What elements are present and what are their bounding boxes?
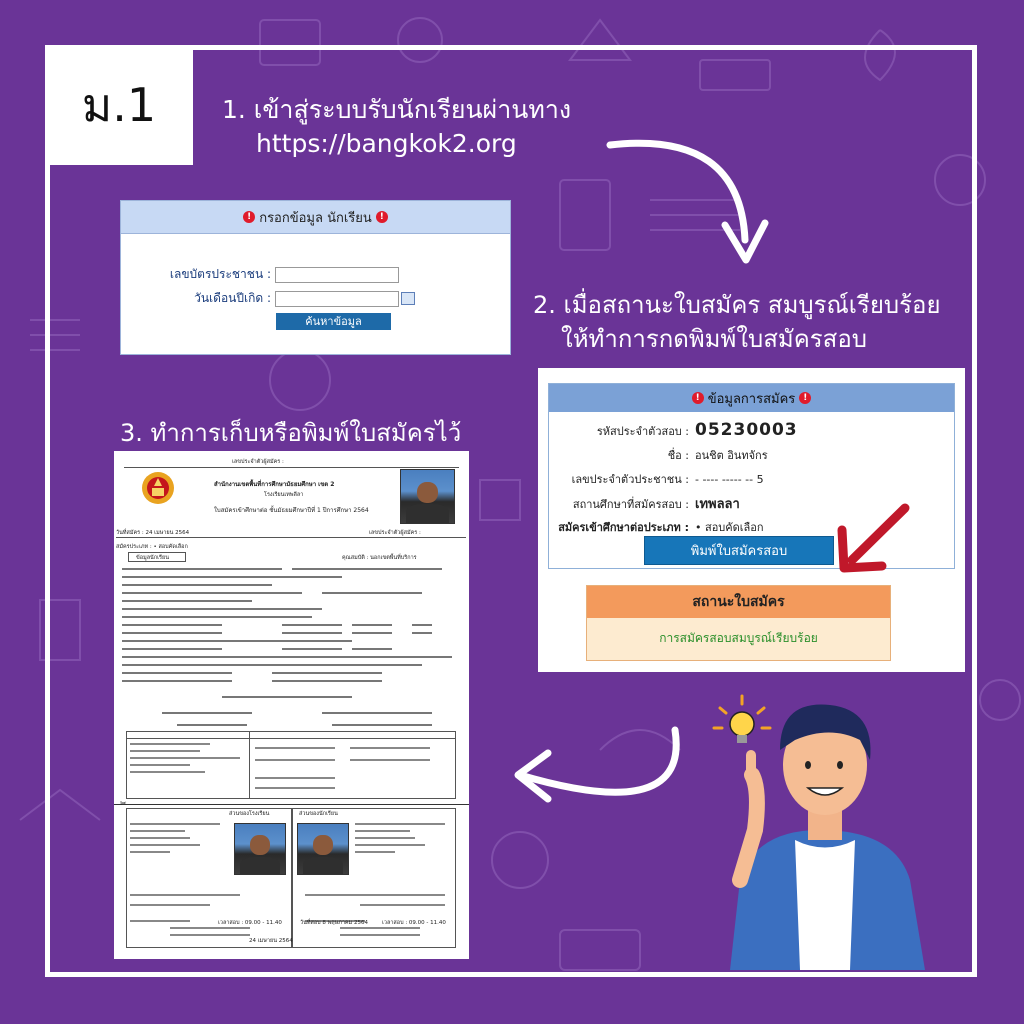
- step-2-line1: 2. เมื่อสถานะใบสมัคร สมบูรณ์เรียบร้อย: [533, 291, 941, 319]
- form-date-applied: วันที่สมัคร : 24 เมษายน 2564: [116, 530, 190, 536]
- form-header-id: เลขประจำตัวผู้สมัคร :: [232, 459, 284, 465]
- student-photo: [400, 469, 455, 524]
- status-title: สถานะใบสมัคร: [587, 586, 890, 618]
- form-exam-date-right: วันที่สอบ 8 พฤษภาคม 2564: [300, 920, 368, 926]
- student-copy-label: ส่วนของนักเรียน: [299, 811, 338, 817]
- exam-id-row: รหัสประจำตัวสอบ : 05230003: [549, 420, 798, 440]
- citizen-id-label: เลขประจำตัวประชาชน :: [571, 473, 689, 486]
- divider: [116, 537, 466, 538]
- checklist-table: [126, 731, 456, 799]
- school-emblem-icon: [142, 472, 174, 504]
- id-label: เลขบัตรประชาชน :: [169, 267, 271, 281]
- exam-id-value: 05230003: [695, 420, 798, 440]
- form-type: สมัครประเภท : • สอบคัดเลือก: [116, 544, 188, 550]
- status-box: สถานะใบสมัคร การสมัครสอบสมบูรณ์เรียบร้อย: [586, 585, 891, 661]
- search-form-title: กรอกข้อมูล นักเรียน: [259, 210, 372, 226]
- form-body-lines: [122, 568, 452, 726]
- curved-arrow-left-icon: [514, 726, 680, 803]
- step-1-text: 1. เข้าสู่ระบบรับนักเรียนผ่านทาง: [222, 95, 572, 124]
- step-2-line2: ให้ทำการกดพิมพ์ใบสมัครสอบ: [561, 325, 867, 353]
- printed-application-form: เลขประจำตัวผู้สมัคร : สำนักงานเขตพื้นที่…: [114, 451, 469, 959]
- school-copy-label: ส่วนของโรงเรียน: [229, 811, 270, 817]
- scissors-icon: ✂: [120, 799, 127, 808]
- form-exam-time-left: เวลาสอบ : 09.00 - 11.40: [218, 920, 282, 926]
- cartoon-person-illustration: [712, 694, 925, 970]
- application-info-title: ข้อมูลการสมัคร: [707, 391, 796, 407]
- search-form-header: ! กรอกข้อมูล นักเรียน !: [121, 201, 510, 234]
- student-copy-box: [291, 808, 456, 948]
- curved-arrow-down-icon: [606, 139, 769, 264]
- step-2-instruction: 2. เมื่อสถานะใบสมัคร สมบูรณ์เรียบร้อย ให…: [533, 288, 941, 356]
- step-3-instruction: 3. ทำการเก็บหรือพิมพ์ใบสมัครไว้: [120, 419, 462, 447]
- type-label: สมัครเข้าศึกษาต่อประเภท :: [558, 521, 689, 534]
- print-application-button[interactable]: พิมพ์ใบสมัครสอบ: [644, 536, 834, 565]
- name-row: ชื่อ : อนชิต อินทจักร: [549, 446, 768, 464]
- alert-icon: !: [799, 392, 812, 404]
- form-exam-time-right: เวลาสอบ : 09.00 - 11.40: [382, 920, 446, 926]
- alert-icon: !: [375, 211, 388, 223]
- citizen-id-value: - ---- ----- -- 5: [695, 473, 764, 486]
- citizen-id-row: เลขประจำตัวประชาชน : - ---- ----- -- 5: [549, 470, 764, 488]
- dob-input[interactable]: [275, 290, 399, 307]
- form-org: สำนักงานเขตพื้นที่การศึกษามัธยมศึกษา เขต…: [214, 481, 335, 488]
- exam-id-label: รหัสประจำตัวสอบ :: [596, 425, 689, 438]
- divider: [126, 738, 456, 739]
- school-value: เทพลลา: [695, 497, 740, 512]
- form-title: ใบสมัครเข้าศึกษาต่อ ชั้นมัธยมศึกษาปีที่ …: [214, 507, 369, 514]
- divider: [124, 467, 459, 468]
- stub-lines: [130, 823, 445, 936]
- dob-row: วันเดือนปีเกิด :: [121, 289, 415, 308]
- student-section-box: [128, 552, 186, 562]
- alert-icon: !: [691, 392, 704, 404]
- school-row: สถานศึกษาที่สมัครสอบ : เทพลลา: [549, 493, 740, 514]
- grade-badge: ม.1: [45, 45, 193, 165]
- cut-line: [114, 804, 469, 805]
- form-student-section: ข้อมูลนักเรียน: [136, 555, 169, 561]
- form-qualification: คุณสมบัติ : นอกเขตพื้นที่บริการ: [342, 555, 417, 561]
- type-row: สมัครเข้าศึกษาต่อประเภท : • สอบคัดเลือก: [549, 518, 764, 536]
- form-footer-date: 24 เมษายน 2564: [249, 938, 293, 944]
- form-header-id-2: เลขประจำตัวผู้สมัคร :: [369, 530, 421, 536]
- application-info-card: ! ข้อมูลการสมัคร ! รหัสประจำตัวสอบ : 052…: [538, 368, 965, 672]
- content-frame: [45, 45, 977, 977]
- id-row: เลขบัตรประชาชน :: [121, 265, 399, 284]
- red-pointer-arrow-icon: [837, 503, 910, 573]
- type-value: • สอบคัดเลือก: [695, 521, 764, 534]
- application-info-header: ! ข้อมูลการสมัคร !: [549, 384, 954, 412]
- school-copy-box: [126, 808, 293, 948]
- status-text: การสมัครสอบสมบูรณ์เรียบร้อย: [659, 631, 818, 645]
- divider: [249, 731, 250, 799]
- step-1-instruction: 1. เข้าสู่ระบบรับนักเรียนผ่านทาง https:/…: [222, 93, 571, 161]
- school-label: สถานศึกษาที่สมัครสอบ :: [572, 498, 689, 511]
- form-school: โรงเรียนเทพลีลา: [264, 492, 304, 498]
- search-button[interactable]: ค้นหาข้อมูล: [276, 313, 391, 330]
- id-input[interactable]: [275, 266, 399, 283]
- dob-label: วันเดือนปีเกิด :: [194, 291, 271, 305]
- search-form-card: ! กรอกข้อมูล นักเรียน ! เลขบัตรประชาชน :…: [120, 200, 511, 355]
- student-photo-small: [297, 823, 349, 875]
- student-photo-small: [234, 823, 286, 875]
- name-value: อนชิต อินทจักร: [695, 449, 768, 462]
- calendar-icon[interactable]: [401, 292, 415, 305]
- lightbulb-icon: [712, 694, 772, 743]
- name-label: ชื่อ :: [667, 449, 689, 462]
- step-1-url[interactable]: https://bangkok2.org: [256, 129, 517, 158]
- checklist-lines: [130, 743, 430, 789]
- alert-icon: !: [243, 211, 256, 223]
